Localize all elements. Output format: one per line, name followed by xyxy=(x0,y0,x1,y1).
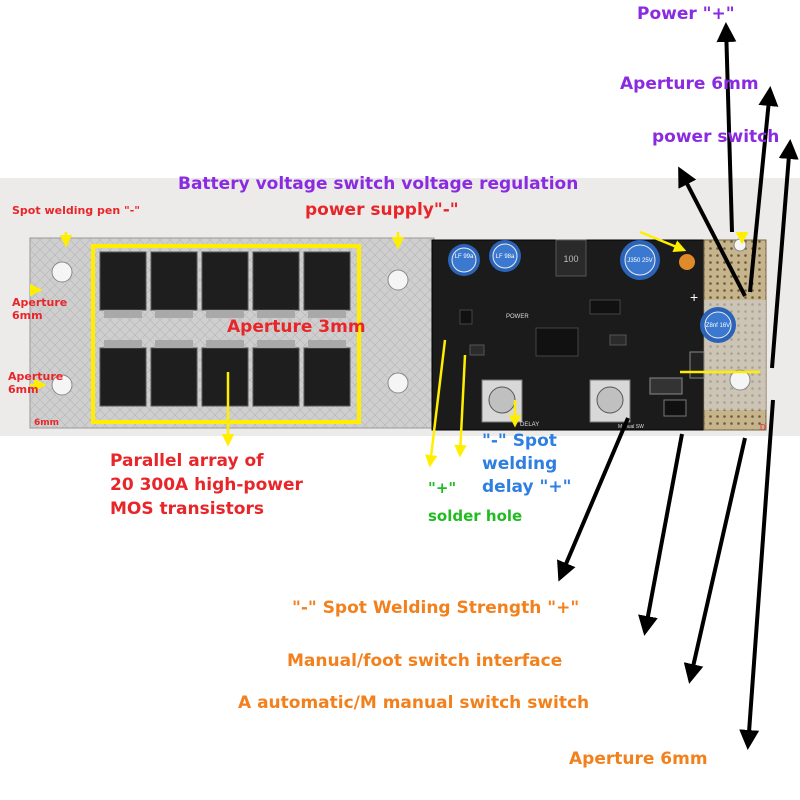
mode-switch xyxy=(649,377,683,395)
mosfet-transistor xyxy=(201,251,249,311)
mosfet-transistor xyxy=(303,251,351,311)
label-aperture-6mm-bottom: Aperture 6mm xyxy=(569,749,708,769)
svg-text:Z8nf 16V: Z8nf 16V xyxy=(706,323,730,329)
mosfet-leads xyxy=(104,340,142,348)
mosfet-transistor xyxy=(99,347,147,407)
mosfet-leads xyxy=(155,310,193,318)
black-arrows xyxy=(557,22,799,750)
label-spot-pen-minus: Spot welding pen "-" xyxy=(12,204,141,217)
label-aperture-3mm: Aperture 3mm xyxy=(227,317,366,337)
yellow-arrows xyxy=(30,230,760,468)
silk-delay: DELAY xyxy=(520,422,539,428)
svg-text:J350 25V: J350 25V xyxy=(627,258,652,264)
mosfet-transistor xyxy=(150,251,198,311)
mosfet-leads xyxy=(257,310,295,318)
mosfet-transistor xyxy=(252,251,300,311)
label-battery-voltage: Battery voltage switch voltage regulatio… xyxy=(178,174,579,194)
capacitor-big: J350 25V xyxy=(620,240,660,280)
label-spot-welding-delay: "-" Spot welding delay "+" xyxy=(482,431,572,497)
label-solder-hole: solder hole xyxy=(428,507,523,525)
label-power-switch: power switch xyxy=(652,127,780,147)
label-parallel-array: Parallel array of 20 300A high-power MOS… xyxy=(110,451,303,519)
label-plus-quote: "+" xyxy=(428,479,457,497)
mosfet-leads xyxy=(206,310,244,318)
label-manual-foot-switch: Manual/foot switch interface xyxy=(287,651,563,671)
label-small-6mm: 6mm xyxy=(34,418,60,428)
label-power-plus: Power "+" xyxy=(637,4,735,24)
inductor: 100 xyxy=(555,239,587,277)
potentiometer-strength xyxy=(589,379,631,423)
silk-plus: + xyxy=(690,289,698,305)
capacitor-1: LF 99a xyxy=(448,244,480,276)
label-aperture-6mm-left1: Aperture 6mm xyxy=(12,296,68,322)
foot-switch-connector xyxy=(663,399,687,417)
label-aperture-6mm-top: Aperture 6mm xyxy=(620,74,759,94)
mosfet-transistor xyxy=(252,347,300,407)
mosfet-leads xyxy=(257,340,295,348)
capacitor-2: LF 98a xyxy=(489,240,521,272)
mosfet-array xyxy=(99,251,351,407)
ic-chips xyxy=(459,299,627,357)
mosfet-leads xyxy=(206,340,244,348)
mosfet-transistor xyxy=(150,347,198,407)
svg-text:LF 98a: LF 98a xyxy=(496,254,515,260)
mosfet-leads xyxy=(155,340,193,348)
label-aperture-6mm-left2: Aperture 6mm xyxy=(8,370,64,396)
silk-manual: Manual SW xyxy=(618,424,644,430)
cap1-label: LF 99a xyxy=(455,254,474,260)
svg-text:100: 100 xyxy=(563,254,578,264)
mosfet-transistor xyxy=(99,251,147,311)
silk-power: POWER xyxy=(506,314,529,320)
label-auto-manual-switch: A automatic/M manual switch switch xyxy=(238,693,590,713)
power-switch-component xyxy=(689,351,705,379)
led-orange xyxy=(679,254,695,270)
silk-d: D xyxy=(760,423,766,432)
mosfet-leads xyxy=(308,310,346,318)
mosfet-transistor xyxy=(201,347,249,407)
mosfet-leads xyxy=(104,310,142,318)
label-power-supply-minus: power supply"-" xyxy=(305,200,459,220)
mosfet-leads xyxy=(308,340,346,348)
mosfet-transistor xyxy=(303,347,351,407)
mosfet-highlight-box xyxy=(91,244,361,424)
capacitor-right: Z8nf 16V xyxy=(700,307,736,343)
label-spot-welding-strength: "-" Spot Welding Strength "+" xyxy=(292,598,580,618)
mounting-holes-left xyxy=(51,261,409,396)
